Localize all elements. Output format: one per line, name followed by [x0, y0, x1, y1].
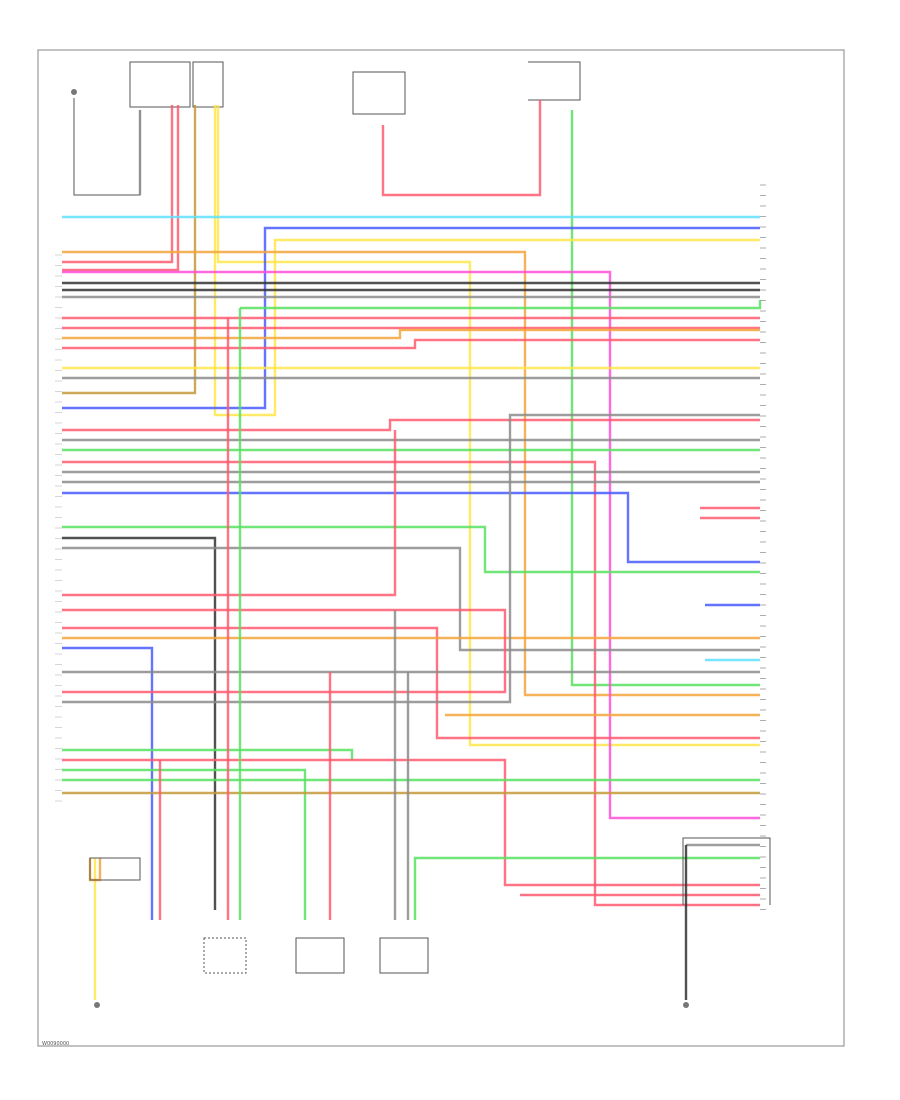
wire-green-5	[62, 748, 354, 760]
bottom-components	[89, 837, 771, 1008]
wire-green-8	[413, 856, 760, 920]
wire-green-relay	[570, 110, 760, 687]
component-sensor-c	[295, 937, 345, 974]
component-sensor-b	[203, 937, 247, 974]
ground-wire-top-left	[73, 98, 141, 196]
wire-green-2	[240, 300, 762, 310]
ground-symbol-bottom-right	[683, 1002, 689, 1008]
component-fuse-block	[192, 61, 224, 108]
wire-red-5	[62, 418, 760, 432]
wire-blue-4	[62, 646, 154, 920]
wire-red-9	[62, 430, 397, 597]
wire-yellow-fuse-2	[213, 105, 277, 417]
wire-red-10	[62, 626, 760, 740]
wire-red-ignition	[62, 105, 180, 272]
wire-gray-9	[62, 413, 760, 704]
component-fuse-box	[352, 71, 406, 115]
wire-red-6	[62, 460, 760, 907]
wire-yellow-fuse	[216, 105, 760, 747]
wire-yellow-1	[273, 238, 760, 400]
component-sensor-d	[379, 937, 429, 974]
diagram-code: W0090000	[42, 1041, 70, 1047]
component-ignition-switch	[129, 61, 191, 108]
ground-symbol-bottom-left	[94, 1002, 100, 1008]
wire-red-4	[62, 338, 760, 350]
wire-red-ignition-2	[62, 105, 174, 264]
wire-red-11	[62, 608, 507, 694]
wire-orange-1	[62, 250, 760, 697]
wire-orange-3	[62, 328, 760, 340]
ground-symbol-top-left	[71, 89, 77, 95]
diagram-frame	[37, 49, 845, 1047]
wire-red-12	[62, 758, 760, 887]
ecm-bracket	[682, 837, 771, 905]
component-relay	[528, 61, 581, 101]
top-components	[71, 61, 581, 196]
wire-gray-7	[62, 546, 760, 652]
wire-blue-2	[62, 491, 760, 564]
wire-black-3	[62, 536, 217, 910]
ecm-connector-pins	[55, 184, 766, 910]
wire-green-6	[62, 768, 307, 920]
wire-brown-left	[62, 105, 197, 395]
component-sensor-a	[89, 857, 141, 881]
wire-pink-1	[62, 270, 760, 820]
wire-red-fusebox	[381, 100, 542, 197]
wire-harness	[62, 100, 762, 1000]
wire-green-4	[62, 525, 760, 574]
